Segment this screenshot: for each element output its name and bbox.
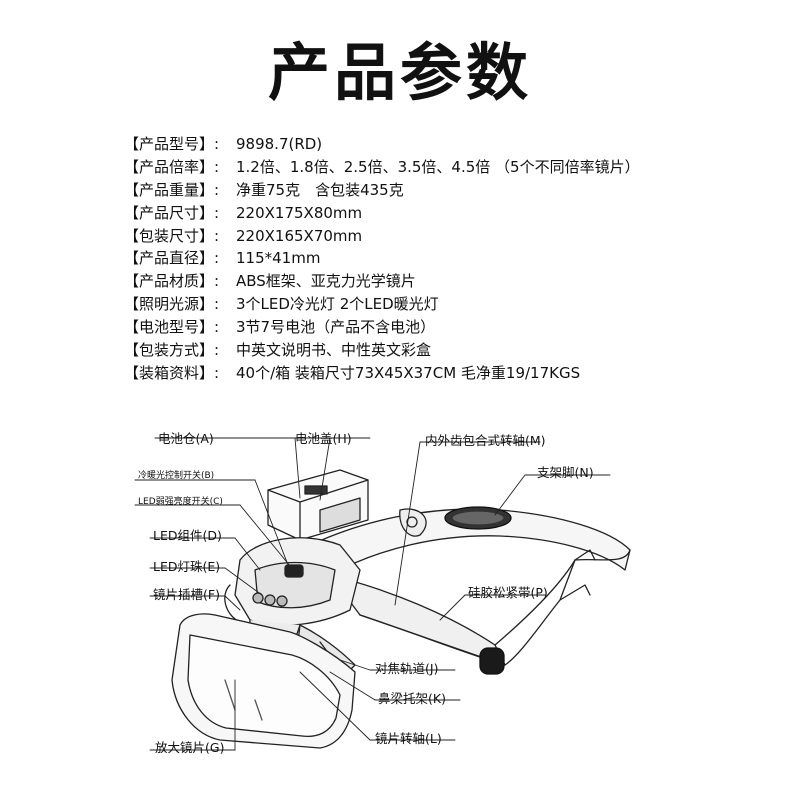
spec-value: 40个/箱 装箱尺寸73X45X37CM 毛净重19/17KGS [236,363,581,382]
spec-row-material: 【产品材质】: ABS框架、亚克力光学镜片 [124,270,764,293]
callout-support-leg: 支架脚(N) [537,465,594,480]
callout-silicone-strap: 硅胶松紧带(P) [468,585,548,600]
spec-label: 【包装尺寸】: [124,226,220,245]
callout-battery-compartment: 电池仓(A) [158,431,214,446]
spec-label: 【包装方式】: [124,341,220,360]
spec-row-package-size: 【包装尺寸】: 220X165X70mm [124,225,764,248]
spec-row-battery: 【电池型号】: 3节7号电池（产品不含电池） [124,316,764,339]
spec-label: 【装箱资料】: [124,363,220,382]
spec-value: 净重75克 含包装435克 [236,180,404,199]
spec-label: 【产品型号】: [124,135,220,153]
callout-brightness-switch: LED弱强亮度开关(C) [138,497,223,507]
spec-row-model: 【产品型号】: 9898.7(RD) [124,133,764,156]
headband-strap [299,506,631,675]
callout-nose-bridge: 鼻梁托架(K) [378,691,446,706]
spec-label: 【产品倍率】: [124,157,220,176]
spec-value: 中英文说明书、中性英文彩盒 [236,341,432,360]
led-head [224,537,361,681]
spec-label: 【产品尺寸】: [124,203,220,222]
magnifier-lens [171,613,356,749]
callout-warm-cold-switch: 冷暖光控制开关(B) [138,471,215,481]
callout-led-module: LED组件(D) [153,528,222,543]
spec-value: 220X165X70mm [236,226,363,245]
spec-value: ABS框架、亚克力光学镜片 [236,272,416,291]
spec-value: 3节7号电池（产品不含电池） [236,318,436,337]
spec-row-light-source: 【照明光源】: 3个LED冷光灯 2个LED暖光灯 [124,293,764,316]
spec-label: 【产品直径】: [124,249,220,268]
spec-label: 【电池型号】: [124,318,220,337]
callout-lens-hinge: 镜片转轴(L) [375,731,442,746]
spec-row-magnification: 【产品倍率】: 1.2倍、1.8倍、2.5倍、3.5倍、4.5倍 （5个不同倍率… [124,156,764,179]
spec-row-weight: 【产品重量】: 净重75克 含包装435克 [124,179,764,202]
spec-value: 1.2倍、1.8倍、2.5倍、3.5倍、4.5倍 （5个不同倍率镜片） [236,157,640,176]
spec-label: 【产品材质】: [124,272,220,291]
spec-row-packaging: 【包装方式】: 中英文说明书、中性英文彩盒 [124,339,764,362]
spec-label: 【产品重量】: [124,180,220,199]
page-title: 产品参数 [267,36,532,109]
spec-list: 【产品型号】: 9898.7(RD) 【产品倍率】: 1.2倍、1.8倍、2.5… [124,133,764,385]
spec-row-diameter: 【产品直径】: 115*41mm [124,247,764,270]
spec-row-carton: 【装箱资料】: 40个/箱 装箱尺寸73X45X37CM 毛净重19/17KGS [124,362,764,385]
spec-value: 9898.7(RD) [236,135,323,153]
spec-value: 115*41mm [236,249,321,268]
callout-magnifier-lens: 放大镜片(G) [155,740,225,755]
callout-battery-cover: 电池盖(H) [295,431,352,446]
callout-leaders [134,437,611,751]
product-diagram: 电池仓(A) 冷暖光控制开关(B) LED弱强亮度开关(C) LED组件(D) … [0,410,800,800]
callout-led-beads: LED灯珠(E) [153,559,221,574]
spec-label: 【照明光源】: [124,295,220,314]
battery-box [267,469,369,541]
callout-gear-pivot: 内外齿包合式转轴(M) [425,433,546,448]
callout-focus-track: 对焦轨道(J) [375,661,439,676]
spec-row-product-size: 【产品尺寸】: 220X175X80mm [124,202,764,225]
spec-value: 3个LED冷光灯 2个LED暖光灯 [236,295,439,314]
callout-lens-slot: 镜片插槽(F) [153,587,220,602]
spec-value: 220X175X80mm [236,203,363,222]
headband-magnifier-illustration [134,437,631,751]
